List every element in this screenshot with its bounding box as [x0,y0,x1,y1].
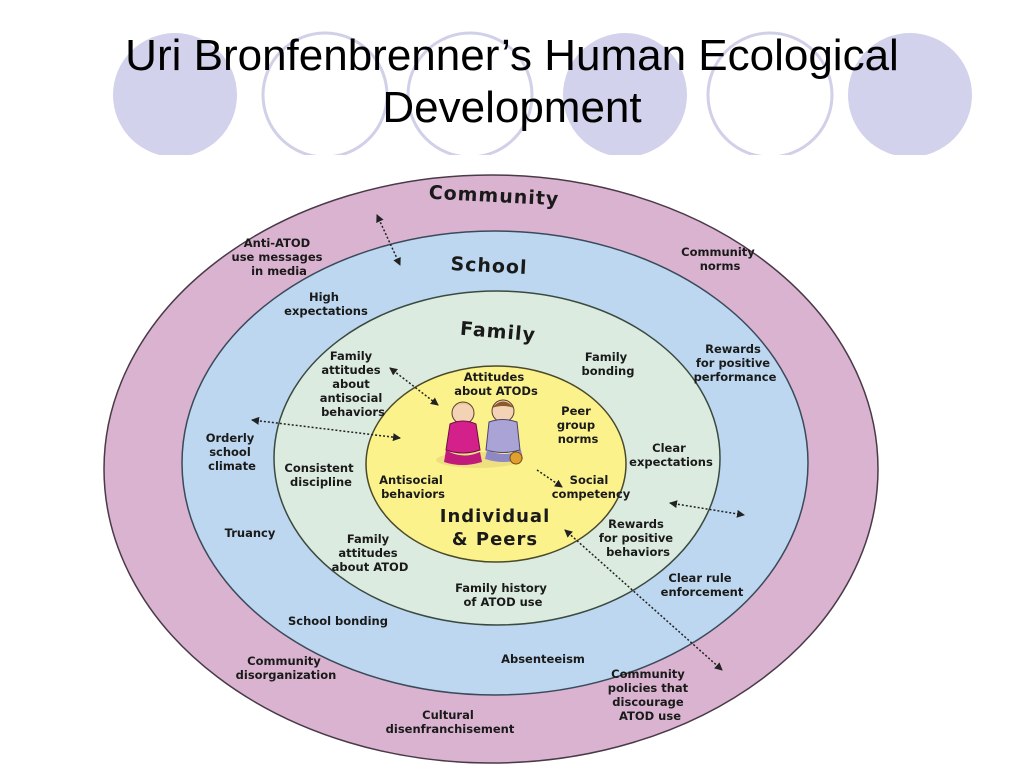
factor-consistent-discipline: Consistent discipline [284,461,357,489]
connection-arrow [564,529,723,671]
connection-arrow [536,469,563,488]
factor-community-disorganization: Community disorganization [236,654,337,682]
individual-title-line-2: & Peers [452,529,538,550]
factor-orderly-climate: Orderly school climate [206,431,259,473]
factor-family-history-atod: Family history of ATOD use [455,581,551,609]
title-line-1: Uri Bronfenbrenner’s Human Ecological [125,31,899,80]
deco-circle-filled [113,33,237,155]
factor-attitudes-atods: Attitudes about ATODs [454,370,538,398]
factor-social-competency: Social competency [552,473,631,501]
factor-truancy: Truancy [225,526,276,540]
factor-rewards-behaviors: Rewards for positive behaviors [599,517,677,559]
slide-decoration [113,31,972,155]
factor-clear-rule-enforcement: Clear rule enforcement [661,571,744,599]
factor-family-attitudes-atod: Family attitudes about ATOD [332,532,409,574]
connection-arrow [251,416,401,442]
connection-arrow [669,500,745,518]
deco-circle-outline [706,31,834,155]
deco-circle-filled [848,33,972,155]
factor-clear-expectations: Clear expectations [629,441,713,469]
factor-community-policies: Community policies that discourage ATOD … [608,667,692,723]
factor-peer-group-norms: Peer group norms [557,404,599,446]
deco-circle-filled [563,33,687,155]
factor-community-norms: Community norms [681,245,759,273]
deco-circle-outline [261,31,389,155]
individual-title-line-1: Individual [440,506,551,527]
factor-cultural-disenfranchisement: Cultural disenfranchisement [386,708,515,736]
factor-high-expectations: High expectations [284,290,368,318]
deco-circle-outline [406,31,534,155]
factor-family-attitudes-antisocial: Family attitudes about antisocial behavi… [320,349,387,419]
title-line-2: Development [382,83,642,132]
factor-rewards-performance: Rewards for positive performance [694,342,777,384]
school-ring-title: School [450,253,528,279]
factor-school-bonding: School bonding [288,614,388,628]
factor-absenteeism: Absenteeism [501,652,585,666]
connection-arrow [376,214,401,266]
factor-antisocial-behaviors: Antisocial behaviors [379,473,447,501]
factor-anti-atod-media: Anti-ATOD use messages in media [232,236,327,278]
children-illustration [436,399,523,468]
slide-title: Uri Bronfenbrenner’s Human Ecological De… [0,30,1024,134]
factor-family-bonding: Family bonding [582,350,635,378]
